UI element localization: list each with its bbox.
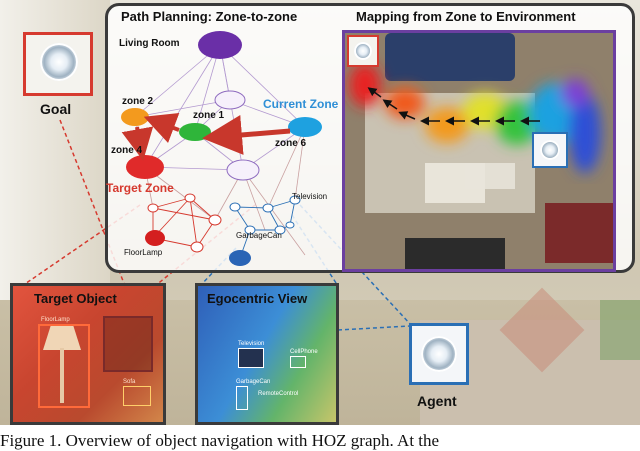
floorlamp-node [145, 230, 165, 246]
map-agent-icon [540, 140, 560, 160]
zone1-label: zone 1 [193, 110, 225, 121]
map-agent-marker [532, 132, 568, 168]
garbagecan-node [229, 250, 251, 266]
agent-image-box [409, 323, 469, 385]
living-room-node [198, 31, 242, 59]
zone4-label: zone 4 [111, 145, 143, 156]
path-arrow-6-to-1 [202, 115, 291, 155]
agent-label: Agent [417, 393, 457, 409]
path-arrow-1-to-2 [143, 113, 180, 144]
goal-object-icon [40, 43, 78, 81]
path-arrow-2-to-4 [121, 126, 154, 161]
zone2-label: zone 2 [122, 96, 154, 107]
map-goal-icon [354, 42, 372, 60]
background-plant [600, 300, 640, 360]
sofa-bounding-box [123, 386, 151, 406]
small-sofa-tag: Sofa [123, 379, 136, 385]
zone4-node [126, 155, 164, 179]
current-zone-label: Current Zone [263, 97, 339, 111]
zone-node-bottom [226, 159, 260, 181]
garbagecan-label: GarbageCan [236, 231, 282, 240]
small-tv-tag: Television [238, 341, 265, 347]
floorlamp-label: FloorLamp [124, 248, 163, 257]
small-garbagecan-tag: GarbageCan [236, 379, 271, 385]
figure-caption: Figure 1. Overview of object navigation … [0, 431, 440, 450]
lamp-bounding-box [38, 324, 90, 408]
mapping-title: Mapping from Zone to Environment [356, 9, 576, 24]
zone-node-top [214, 90, 246, 110]
small-cellphone-tag: CellPhone [290, 349, 318, 355]
garbagecan-bounding-box [236, 386, 248, 410]
target-object-node [190, 241, 204, 253]
zone6-label: zone 6 [275, 138, 307, 149]
hoz-graph [121, 31, 322, 266]
egocentric-view-title: Egocentric View [207, 291, 308, 306]
trajectory-arrows [367, 87, 540, 126]
picture-frame [103, 316, 153, 372]
target-object-panel: FloorLamp Sofa [10, 283, 166, 425]
agent-robot-icon [421, 336, 457, 372]
zone1-node [179, 123, 211, 141]
target-zone-label: Target Zone [106, 181, 174, 195]
zone-heatmap [349, 63, 601, 173]
tv-bounding-box [238, 348, 264, 368]
top-down-map [345, 33, 613, 269]
zone6-node [288, 117, 322, 137]
map-goal-marker [347, 35, 379, 67]
television-label: Television [292, 192, 328, 201]
cellphone-bounding-box [290, 356, 306, 368]
living-room-label: Living Room [119, 38, 180, 49]
goal-image-box [23, 32, 93, 96]
egocentric-view-panel: Television GarbageCan CellPhone RemoteCo… [195, 283, 339, 425]
small-remote-tag: RemoteControl [258, 391, 299, 397]
zone2-node [121, 108, 149, 126]
environment-map [342, 30, 616, 272]
path-planning-title: Path Planning: Zone-to-zone [121, 9, 298, 24]
current-area-object-nodes [229, 195, 301, 235]
lamp-pole [60, 348, 64, 403]
goal-label: Goal [40, 101, 72, 117]
small-floorlamp-tag: FloorLamp [41, 317, 70, 323]
target-object-title: Target Object [34, 291, 117, 306]
agent-connector-ego [337, 325, 411, 331]
